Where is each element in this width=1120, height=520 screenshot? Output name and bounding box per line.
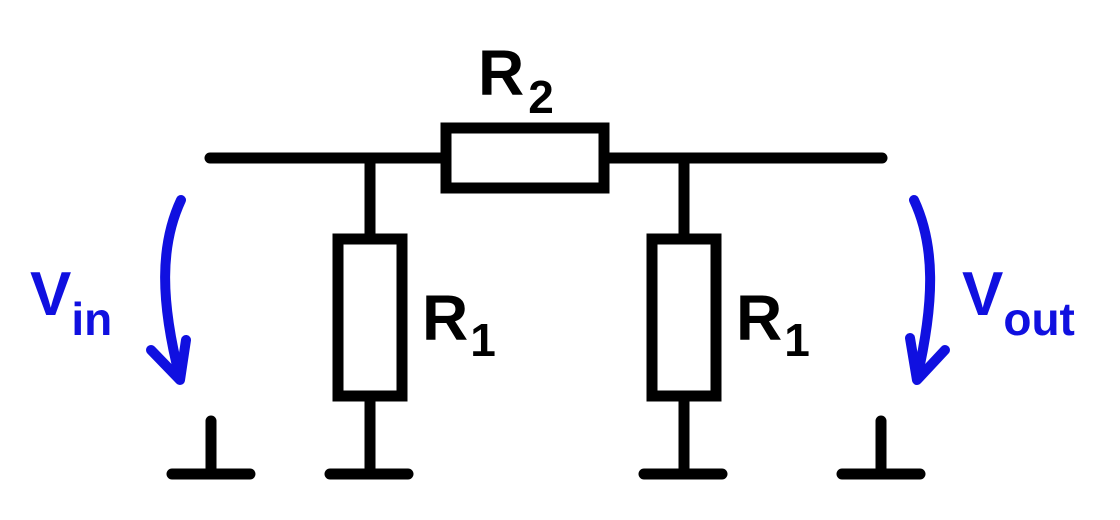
label-r1-right: R1 xyxy=(736,282,810,366)
resistor-r2 xyxy=(440,122,610,194)
vout-arrowhead-icon xyxy=(905,333,950,385)
vin-arrowhead-icon xyxy=(146,335,191,385)
resistor-r1-left xyxy=(332,233,408,402)
label-vin: Vin xyxy=(30,260,112,345)
vin-arrow-icon xyxy=(160,195,186,383)
vout-arrow-icon xyxy=(909,195,936,383)
resistor-r1-right xyxy=(646,233,722,402)
label-r2: R2 xyxy=(478,37,554,123)
label-vout: Vout xyxy=(962,260,1075,345)
label-r1-left: R1 xyxy=(422,282,496,366)
